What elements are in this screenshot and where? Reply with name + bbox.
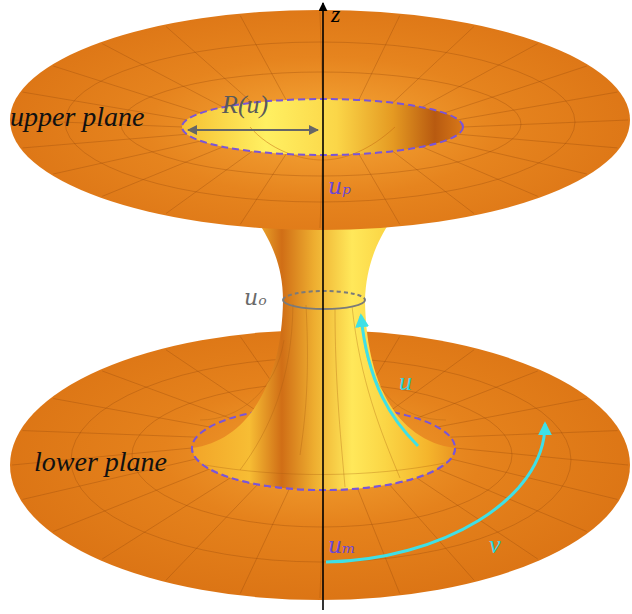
grid-line	[463, 120, 628, 127]
grid-line	[458, 92, 617, 120]
axis-label: z	[331, 2, 340, 26]
grid-line	[240, 304, 293, 470]
grid-line	[416, 478, 537, 559]
radius-arrow	[188, 129, 318, 131]
grid-line	[393, 26, 474, 102]
parameter-label: uₘ	[328, 535, 356, 557]
grid-line	[320, 12, 323, 99]
grid-line	[300, 305, 307, 455]
grid-line	[102, 478, 230, 559]
grid-line	[451, 431, 618, 438]
grid-line	[335, 308, 345, 487]
grid-line	[358, 489, 400, 594]
grid-line	[444, 141, 587, 174]
grid-line	[422, 147, 538, 197]
grid-line	[437, 469, 586, 532]
grid-line	[22, 134, 186, 148]
grid-line	[352, 306, 400, 478]
grid-line	[166, 350, 258, 412]
throat-circle	[283, 300, 365, 309]
throat-circle	[283, 291, 365, 300]
grid-line	[389, 484, 474, 580]
u-arrow	[361, 316, 418, 446]
grid-line	[53, 141, 201, 174]
upper-plane	[10, 10, 630, 230]
grid-line	[240, 489, 289, 594]
grid-line	[102, 147, 223, 197]
grid-line	[437, 399, 586, 428]
v-arrow	[326, 424, 545, 562]
coordinate-label: u	[399, 369, 412, 395]
grid-line	[53, 399, 209, 428]
grid-line	[166, 151, 252, 213]
grid-line	[102, 44, 223, 108]
grid-line	[389, 350, 474, 412]
radius-label: R(u)	[222, 92, 268, 118]
grid-line	[205, 463, 445, 475]
grid-line	[444, 66, 587, 113]
grid-line	[200, 340, 284, 420]
grid-line	[240, 16, 286, 100]
grid-line	[240, 154, 286, 224]
grid-line	[320, 155, 323, 228]
parameter-label: uₚ	[328, 176, 351, 198]
grid-line	[359, 154, 400, 224]
grid-line	[102, 371, 230, 418]
parameter-label: uₒ	[244, 287, 267, 309]
grid-line	[121, 72, 521, 176]
grid-line	[53, 469, 209, 532]
grid-line	[393, 151, 474, 213]
grid-line	[166, 484, 258, 580]
grid-line	[22, 431, 196, 438]
grid-line	[458, 134, 617, 148]
grid-line	[359, 16, 400, 100]
plane-label: lower plane	[34, 448, 167, 476]
plane-label: upper plane	[10, 103, 145, 131]
z-axis	[322, 3, 324, 610]
coordinate-label: v	[489, 532, 501, 558]
grid-line	[422, 44, 538, 108]
